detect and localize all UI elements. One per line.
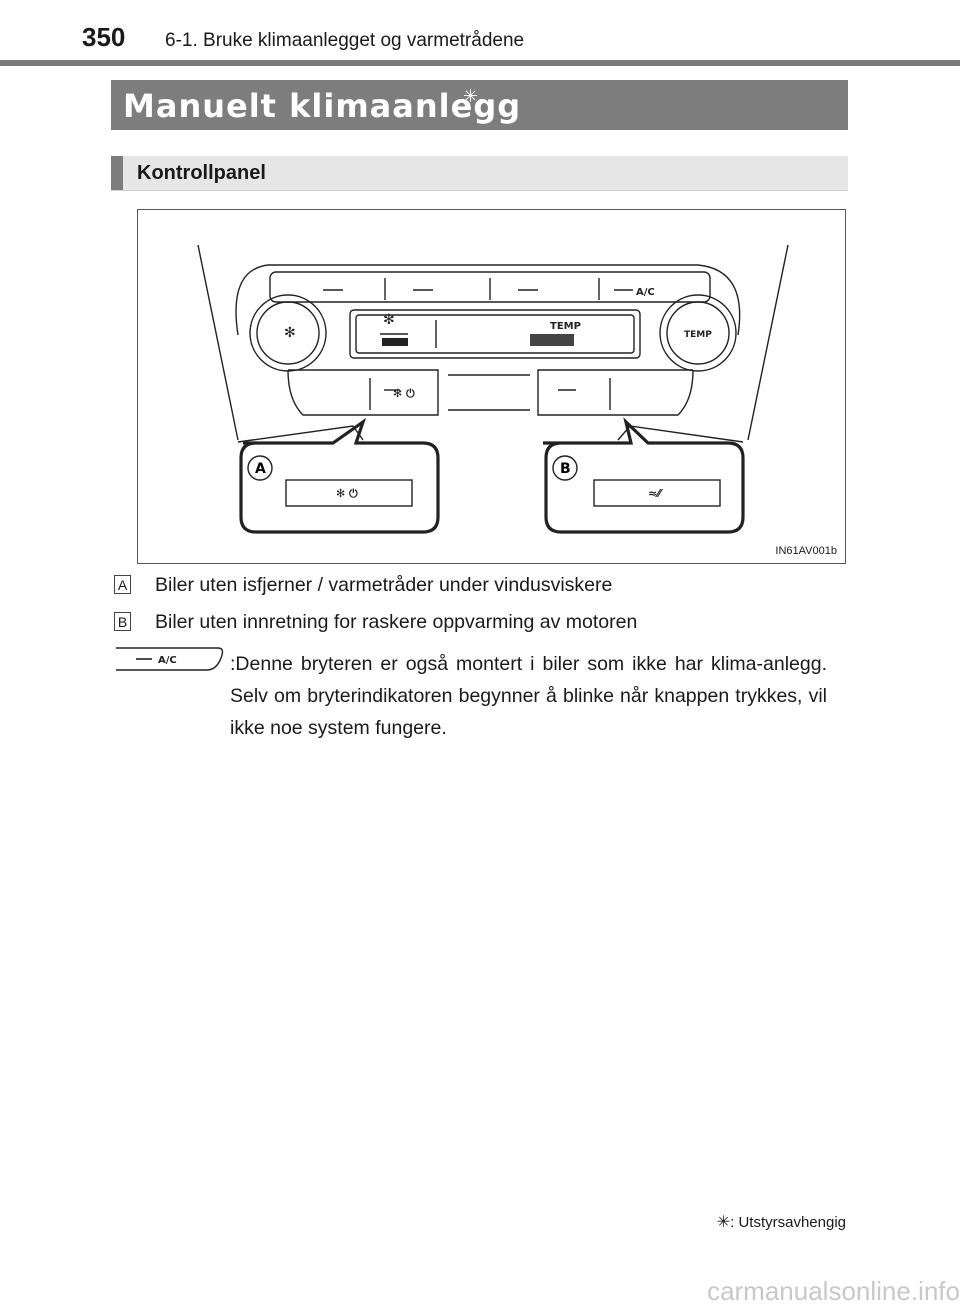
legend-marker-a: A	[114, 575, 131, 594]
ac-note-text: :Denne bryteren er også montert i biler …	[230, 653, 827, 739]
chapter-title: 6-1. Bruke klimaanlegget og varmetrådene	[165, 30, 525, 51]
ac-button-label: A/C	[158, 655, 177, 666]
subsection-title: Kontrollpanel	[137, 162, 266, 184]
figure-code: IN61AV001b	[775, 545, 837, 557]
legend-text-b: Biler uten innretning for raskere oppvar…	[155, 611, 638, 633]
header-divider	[0, 60, 960, 66]
footnote: ✳: Utstyrsavhengig	[717, 1212, 846, 1232]
callout-b-label: B	[560, 461, 571, 477]
svg-text:≈⁄⁄: ≈⁄⁄	[648, 487, 664, 500]
svg-text:✻: ✻	[383, 312, 395, 328]
ac-button-icon: A/C	[116, 647, 224, 671]
control-panel-illustration: A/C TEMP TEMP ✻ ✻ ✻ ⏻ ✻ ⏻ ≈⁄⁄ A B IN61AV…	[137, 209, 846, 564]
subsection-title-bar: Kontrollpanel	[111, 156, 848, 191]
svg-text:TEMP: TEMP	[684, 330, 712, 340]
panel-drawing: A/C TEMP TEMP ✻ ✻ ✻ ⏻ ✻ ⏻ ≈⁄⁄ A B	[197, 244, 789, 534]
optional-equipment-marker: ✳	[463, 86, 479, 106]
panel-ac-label: A/C	[636, 287, 655, 298]
svg-text:✻ ⏻: ✻ ⏻	[336, 487, 358, 500]
page-number: 350	[82, 22, 126, 52]
svg-text:✻: ✻	[284, 325, 296, 341]
svg-text:TEMP: TEMP	[550, 321, 581, 332]
section-title: Manuelt klimaanlegg	[123, 87, 522, 125]
svg-text:✻ ⏻: ✻ ⏻	[393, 387, 415, 400]
watermark: carmanualsonline.info	[707, 1276, 960, 1306]
footnote-marker: ✳	[716, 1214, 731, 1231]
section-title-bar: Manuelt klimaanlegg ✳	[111, 80, 848, 130]
legend-text-a: Biler uten isfjerner / varmetråder under…	[155, 574, 613, 596]
callout-a-label: A	[255, 461, 266, 477]
legend-marker-b: B	[114, 612, 131, 631]
footnote-text: : Utstyrsavhengig	[730, 1214, 846, 1231]
